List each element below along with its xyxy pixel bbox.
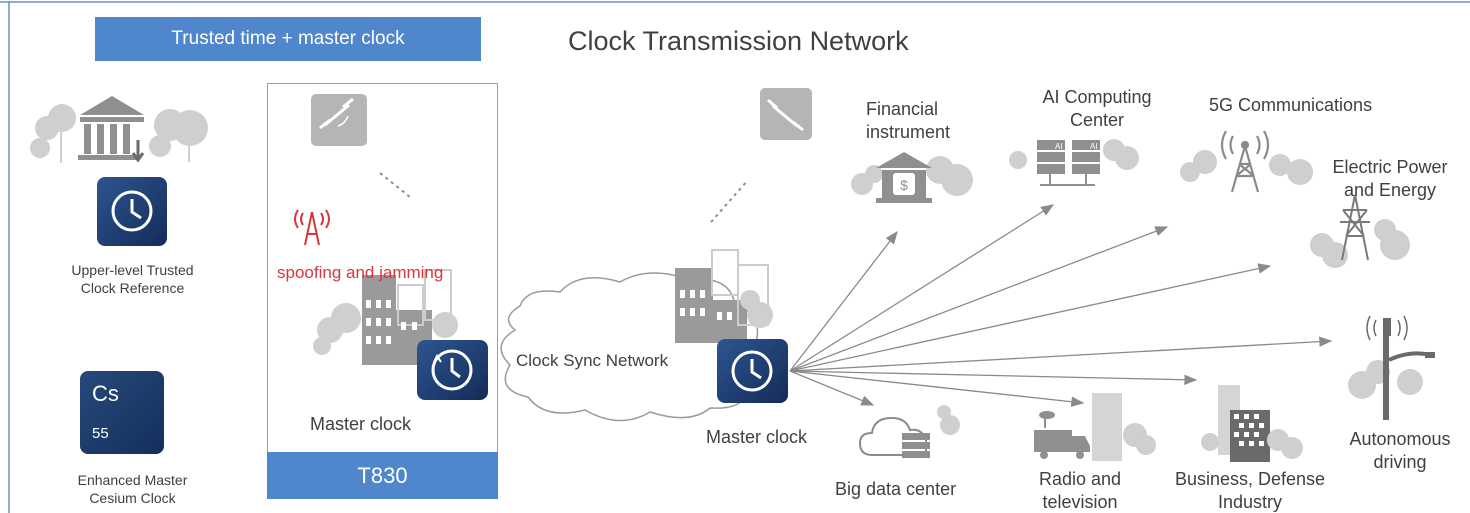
building-icon [675,249,769,343]
tree-icon [1009,139,1139,170]
server-icon: AI AI [1037,140,1100,186]
tree-icon [30,104,208,163]
svg-text:AI: AI [1055,142,1063,151]
tree-icon [937,405,960,435]
tree-icon [1180,150,1313,185]
cloud-label: Clock Sync Network [516,351,669,370]
cesium-clock-label: Enhanced Master Cesium Clock [77,472,188,506]
5g-label: 5G Communications [1209,95,1373,115]
t830-product-label: T830 [267,452,498,499]
clock-icon [97,177,167,246]
broadcast-van-icon [1034,411,1090,459]
bank-icon [78,96,145,163]
tree-icon [851,156,973,196]
tree-icon [1123,423,1156,455]
tree-icon [313,303,458,355]
server-icon [902,433,930,458]
autonomous-label: Autonomous driving [1349,429,1451,472]
street-light-icon [1366,315,1435,420]
radio-tower-icon [1220,130,1270,193]
svg-text:AI: AI [1090,142,1098,151]
satellite-icon [311,94,367,146]
ai-computing-label: AI Computing Center [1042,87,1152,130]
center-master-clock-label: Master clock [706,427,808,447]
radio-tv-label: Radio and television [1038,469,1122,512]
electric-power-label: Electric Power and Energy [1332,157,1448,200]
big-data-label: Big data center [835,479,957,499]
trusted-time-banner: Trusted time + master clock [95,17,481,61]
cesium-number: 55 [92,425,109,442]
bank-icon: $ [876,152,932,203]
svg-text:$: $ [900,177,908,193]
satellite-icon [760,88,812,140]
sync-clock-icon [717,339,788,403]
building-icon [362,269,452,365]
cesium-symbol: Cs [92,381,119,406]
building-icon [1092,393,1122,461]
spoofing-label: spoofing and jamming [277,263,444,282]
financial-label: Financial instrument [866,99,951,142]
business-defense-label: Business, Defense Industry [1174,469,1326,512]
radio-tower-icon [294,209,330,246]
distribution-arrows [789,204,1333,407]
transmission-tower-icon [1340,194,1370,261]
upper-reference-label: Upper-level Trusted Clock Reference [71,262,194,296]
t830-master-clock-label: Master clock [310,414,412,434]
tree-icon [740,290,773,328]
tree-icon [1201,429,1303,459]
tree-icon [1310,219,1410,268]
building-icon [1218,385,1270,462]
cesium-clock-icon: Cs 55 [80,371,164,454]
page-title: Clock Transmission Network [568,26,909,56]
sync-clock-icon [417,340,488,400]
